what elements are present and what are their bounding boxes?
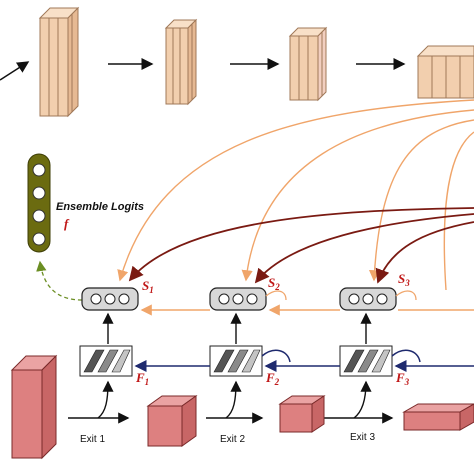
feature-block-f1 [79,345,133,377]
ensemble-symbol: f [64,216,70,231]
feature-stack-4 [416,45,474,99]
orange-curve-to-s1 [117,99,474,282]
feature-block-f2-label: F2 [265,370,280,387]
ensemble-logits-vector [27,153,51,253]
exit-1-label: Exit 1 [80,434,105,445]
aggregator-s3-label: S3 [398,271,410,288]
ensemble-title: Ensemble Logits [56,201,144,213]
backbone-arrow-in [0,61,30,81]
aggregator-s1-label: S1 [142,278,154,295]
feature-to-aggregator-arrows [102,312,372,344]
pink-volume-exit3 [402,403,474,431]
pink-volume-exit2 [278,395,326,433]
pink-volume-input [10,354,58,460]
red-curves [128,207,474,284]
s2-self-loop [265,290,287,301]
aggregator-s2-label: S2 [268,275,280,292]
exit-3-label: Exit 3 [350,432,375,443]
f2-self-loop [261,349,291,363]
exit-2-label: Exit 2 [220,434,245,445]
pink-volume-exit1 [146,395,198,447]
backbone-row [0,6,474,118]
feature-stack-2 [164,18,198,106]
feature-block-f3-label: F3 [395,370,410,387]
orange-curve-to-s2 [241,109,474,282]
red-curve-to-s3 [375,221,474,284]
orange-curve-right [443,131,474,291]
ensemble-dashed-arrow [36,260,83,301]
feature-block-f2 [209,345,263,377]
red-curve-to-s1 [128,207,474,282]
orange-curves [117,99,474,291]
exit-arrows [68,380,394,424]
feature-block-f3 [339,345,393,377]
aggregator-s2 [209,287,267,311]
red-curve-to-s2 [254,213,474,284]
feature-stack-3 [288,26,328,102]
f3-self-loop [391,349,421,363]
feature-block-f1-label: F1 [135,370,149,387]
aggregator-s1 [81,287,139,311]
orange-curve-to-s3 [368,119,474,282]
feature-stack-1 [38,6,80,118]
aggregator-s3 [339,287,397,311]
s3-self-loop [395,290,417,301]
